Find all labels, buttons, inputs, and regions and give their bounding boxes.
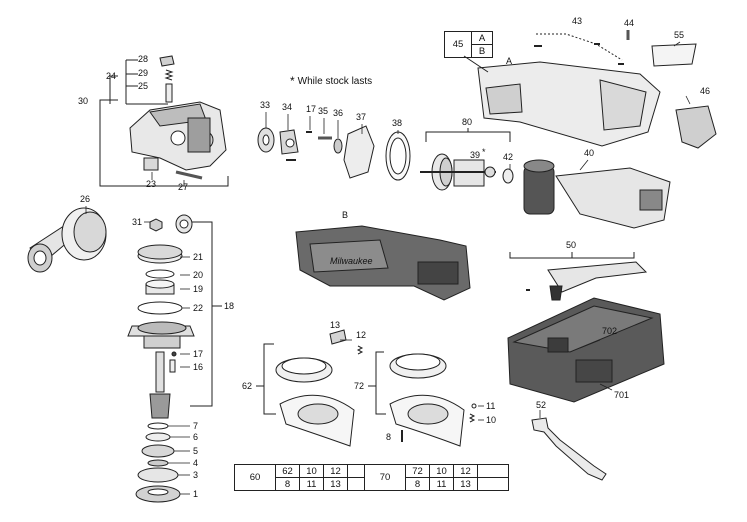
housing-half-b: Milwaukee: [295, 225, 471, 301]
part-label-62: 62: [242, 381, 252, 391]
part-label-25: 25: [138, 81, 148, 91]
flange-stack: [135, 422, 181, 503]
part-label-50: 50: [566, 240, 576, 250]
part-45-box: 45 A B: [444, 31, 493, 58]
part-label-17-front: 17: [306, 104, 316, 114]
table70-cell: 72: [405, 464, 430, 478]
part-label-38: 38: [392, 118, 402, 128]
part-label-3: 3: [193, 470, 198, 480]
part-label-24: 24: [106, 71, 116, 81]
motor-front-parts: [257, 125, 411, 181]
table60-cell: 10: [299, 464, 324, 478]
table60-head: 60: [234, 464, 276, 491]
table70-head: 70: [364, 464, 406, 491]
part-label-4: 4: [193, 458, 198, 468]
part-label-39-star: *: [482, 147, 486, 157]
part-label-43: 43: [572, 16, 582, 26]
part-label-33: 33: [260, 100, 270, 110]
part-label-37: 37: [356, 112, 366, 122]
part-label-5: 5: [193, 446, 198, 456]
table60-cell: 62: [275, 464, 300, 478]
part-label-19: 19: [193, 284, 203, 294]
spindle-stack: [127, 214, 222, 419]
table70-cell: [477, 464, 509, 478]
housing-half-a: [463, 30, 661, 147]
switch-assembly: [509, 252, 648, 301]
part-label-42: 42: [503, 152, 513, 162]
table60-cell: 12: [323, 464, 348, 478]
part-label-55: 55: [674, 30, 684, 40]
box45-number: 45: [444, 31, 472, 58]
guard-72: [368, 351, 477, 447]
part-label-27: 27: [178, 182, 188, 192]
table60-cell: 8: [275, 477, 300, 491]
part-label-22: 22: [193, 303, 203, 313]
guard-table-70: 70 72 10 12 8 11 13: [364, 464, 509, 491]
part-labels: 28 24 29 25 30 23 27 26 31 21 20 19 22 1…: [78, 16, 710, 499]
part-label-11: 11: [486, 401, 495, 411]
part-label-A: A: [506, 56, 512, 66]
part-label-40: 40: [584, 148, 594, 158]
part-label-39: 39: [470, 150, 480, 160]
leader-lines: [85, 41, 691, 495]
part-label-1: 1: [193, 489, 198, 499]
armature-group: [420, 128, 514, 191]
note-text: While stock lasts: [297, 76, 373, 87]
spanner-wrench: [531, 417, 607, 481]
part-label-7: 7: [193, 421, 198, 431]
part-label-6: 6: [193, 432, 198, 442]
box45-a: A: [471, 31, 493, 45]
part-label-35: 35: [318, 106, 328, 116]
part-label-36: 36: [333, 108, 343, 118]
side-handle: [27, 207, 107, 273]
brand-logo: Milwaukee: [330, 256, 373, 266]
label-plate: [651, 43, 697, 67]
box45-b: B: [471, 44, 493, 58]
table70-cell: [477, 477, 509, 491]
table70-cell: 13: [453, 477, 478, 491]
part-label-8: 8: [386, 432, 391, 442]
part-label-10: 10: [486, 415, 496, 425]
part-label-28: 28: [138, 54, 148, 64]
guard-62: [256, 329, 364, 447]
part-label-30: 30: [78, 96, 88, 106]
part-label-21: 21: [193, 252, 203, 262]
part-label-31: 31: [132, 217, 142, 227]
part-label-26: 26: [80, 194, 90, 204]
part-label-44: 44: [624, 18, 634, 28]
part-label-702: 702: [602, 326, 617, 336]
table70-cell: 10: [429, 464, 454, 478]
battery-cover: [675, 105, 717, 149]
part-label-12: 12: [356, 330, 366, 340]
part-label-34: 34: [282, 102, 292, 112]
part-label-29: 29: [138, 68, 148, 78]
part-label-23: 23: [146, 179, 156, 189]
part-label-18: 18: [224, 301, 234, 311]
table60-cell: 13: [323, 477, 348, 491]
motor-stator-group: [523, 159, 671, 229]
table70-cell: 12: [453, 464, 478, 478]
note-star: *: [290, 74, 295, 88]
part-label-701: 701: [614, 390, 629, 400]
part-label-52: 52: [536, 400, 546, 410]
part-label-13: 13: [330, 320, 340, 330]
guard-table-60: 60 62 10 12 8 11 13: [234, 464, 379, 491]
part-label-20: 20: [193, 270, 203, 280]
table70-cell: 11: [429, 477, 454, 491]
part-label-46: 46: [700, 86, 710, 96]
stock-note: *While stock lasts: [290, 74, 372, 88]
gear-head-group: [99, 55, 229, 187]
part-label-17-spindle: 17: [193, 349, 203, 359]
part-label-72: 72: [354, 381, 364, 391]
table70-cell: 8: [405, 477, 430, 491]
carry-case: [507, 297, 665, 403]
part-label-B: B: [342, 210, 348, 220]
table60-cell: 11: [299, 477, 324, 491]
part-label-80: 80: [462, 117, 472, 127]
part-label-16: 16: [193, 362, 203, 372]
